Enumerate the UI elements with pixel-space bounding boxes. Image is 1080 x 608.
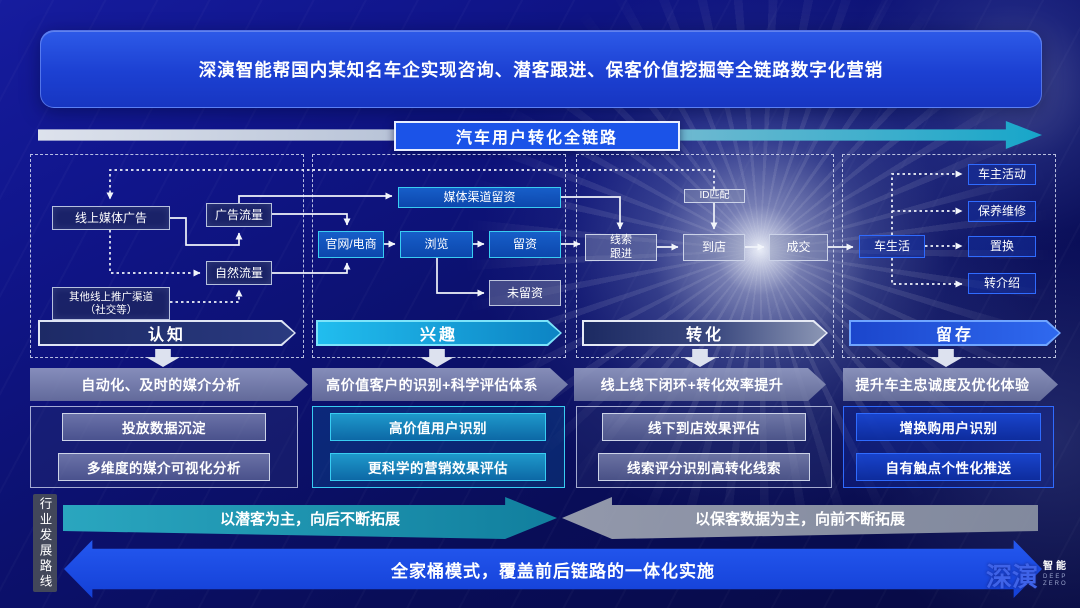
node-replacement: 置换 <box>968 236 1036 257</box>
node-leads: 留资 <box>489 231 561 258</box>
summary-item: 多维度的媒介可视化分析 <box>58 453 270 481</box>
summary-item: 投放数据沉淀 <box>62 413 266 441</box>
node-maintenance: 保养维修 <box>968 201 1036 222</box>
node-organic-traffic: 自然流量 <box>206 261 272 285</box>
brand-logo-sub: 智能 <box>1043 561 1070 573</box>
brand-logo: 深演 智能 DEEP ZERO <box>986 549 1078 601</box>
stage-bar-awareness: 认知 <box>38 320 296 346</box>
summary-item: 线下到店效果评估 <box>602 413 806 441</box>
roadmap-customer-arrow: 以保客数据为主，向前不断拓展 <box>562 497 1038 539</box>
stage-bar-interest: 兴趣 <box>316 320 562 346</box>
funnel-title: 汽车用户转化全链路 <box>394 121 680 151</box>
node-official-site: 官网/电商 <box>318 231 384 258</box>
node-car-life: 车生活 <box>859 235 925 258</box>
stage-bar-conversion: 转化 <box>582 320 828 346</box>
summary-item: 线索评分识别高转化线索 <box>598 453 810 481</box>
node-media-channel-leads: 媒体渠道留资 <box>398 187 561 208</box>
node-browse: 浏览 <box>400 231 473 258</box>
roadmap-full-arrow: 全家桶模式，覆盖前后链路的一体化实施 <box>64 540 1042 598</box>
node-store-visit: 到店 <box>683 234 745 261</box>
banner-title: 深演智能帮国内某知名车企实现咨询、潜客跟进、保客价值挖掘等全链路数字化营销 <box>198 59 884 80</box>
brand-logo-cn: 深演 <box>986 561 1039 592</box>
summary-header-retention: 提升车主忠诚度及优化体验 <box>843 368 1058 401</box>
node-ad-traffic: 广告流量 <box>206 203 272 227</box>
roadmap-prospect-arrow: 以潜客为主，向后不断拓展 <box>63 497 557 539</box>
stage-bar-retention: 留存 <box>849 320 1061 346</box>
funnel-title-label: 汽车用户转化全链路 <box>455 130 618 147</box>
node-id-match: ID匹配 <box>684 189 745 203</box>
node-owner-events: 车主活动 <box>968 164 1036 185</box>
node-referral: 转介绍 <box>968 273 1036 294</box>
summary-item: 高价值用户识别 <box>330 413 546 441</box>
roadmap-axis-label: 行业发展路线 <box>33 494 57 592</box>
node-deal: 成交 <box>769 234 828 261</box>
summary-header-conversion: 线上线下闭环+转化效率提升 <box>574 368 826 401</box>
node-lead-followup: 线索 跟进 <box>585 234 657 261</box>
summary-item: 自有触点个性化推送 <box>856 453 1041 481</box>
node-other-channels: 其他线上推广渠道 （社交等） <box>52 287 170 320</box>
summary-item: 更科学的营销效果评估 <box>330 453 546 481</box>
summary-header-interest: 高价值客户的识别+科学评估体系 <box>312 368 568 401</box>
banner: 深演智能帮国内某知名车企实现咨询、潜客跟进、保客价值挖掘等全链路数字化营销 <box>40 30 1042 108</box>
summary-header-awareness: 自动化、及时的媒介分析 <box>30 368 308 401</box>
summary-item: 增换购用户识别 <box>856 413 1041 441</box>
node-no-leads: 未留资 <box>489 280 561 306</box>
node-online-media-ads: 线上媒体广告 <box>52 206 170 230</box>
